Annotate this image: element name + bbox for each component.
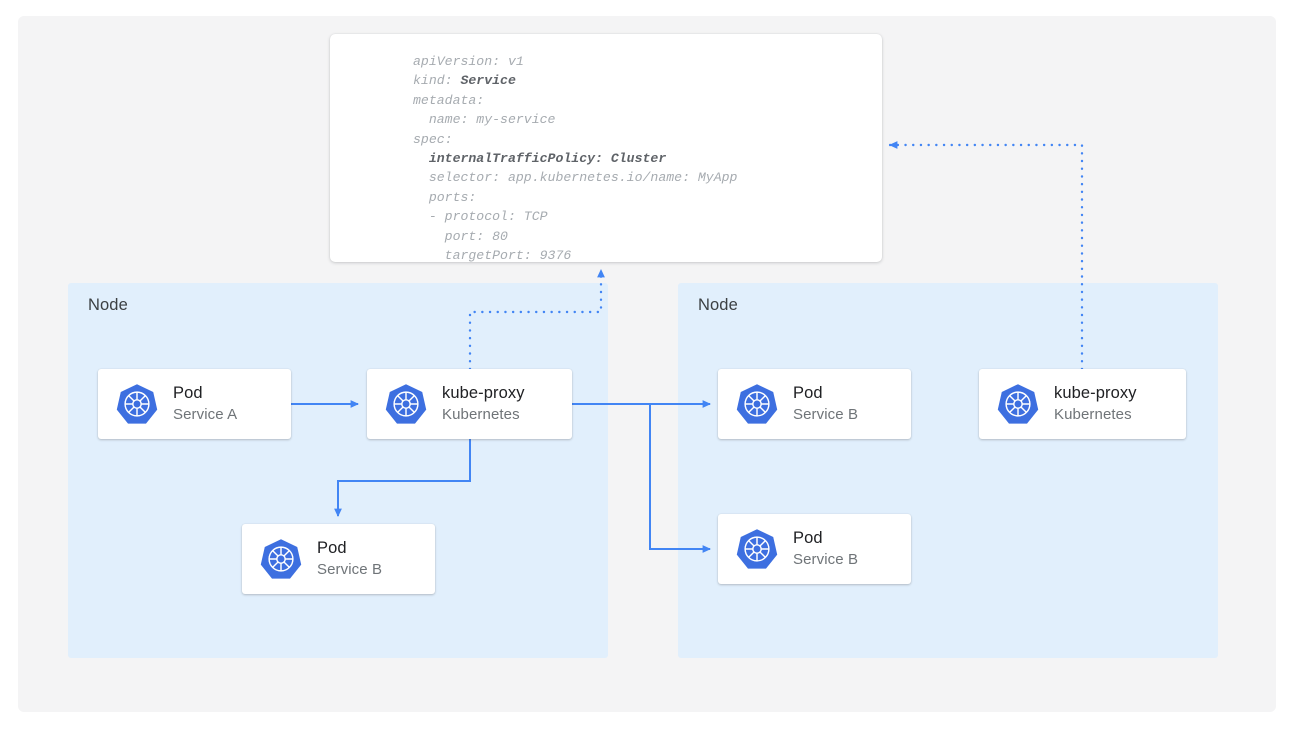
pod-box-service-b-remote-bottom[interactable]: Pod Service B [718,514,911,584]
yaml-line-kind-key: kind: [413,73,461,89]
kube-proxy-left-subtitle: Kubernetes [442,406,520,423]
pod-box-service-b-remote-top[interactable]: Pod Service B [718,369,911,439]
yaml-line-name: name: my-service [413,112,556,128]
service-manifest-code: apiVersion: v1 kind: Service metadata: n… [413,52,737,262]
pod-b-left-title: Pod [317,539,347,557]
kube-proxy-right-text: kube-proxy Kubernetes [1054,383,1137,425]
pod-b-top-text: Pod Service B [793,383,858,425]
pod-b-left-subtitle: Service B [317,561,383,578]
pod-b-top-subtitle: Service B [793,406,859,423]
pod-a-text: Pod Service A [173,383,237,425]
kube-proxy-left-title: kube-proxy [442,384,525,402]
yaml-line-internal-traffic-policy: internalTrafficPolicy: Cluster [413,151,667,167]
kubernetes-logo-icon [260,539,302,579]
kube-proxy-box-left[interactable]: kube-proxy Kubernetes [367,369,572,439]
kubernetes-logo-icon [385,384,427,424]
kube-proxy-right-title: kube-proxy [1054,384,1137,402]
pod-box-service-a[interactable]: Pod Service A [98,369,291,439]
kubernetes-logo-icon [997,384,1039,424]
pod-b-bottom-text: Pod Service B [793,528,858,570]
node-label-left: Node [88,296,128,314]
yaml-line-protocol: - protocol: TCP [413,209,548,225]
yaml-line-metadata: metadata: [413,92,485,108]
kubernetes-logo-icon [736,529,778,569]
kubernetes-logo-icon [116,384,158,424]
yaml-line-port: port: 80 [413,228,508,244]
kubernetes-logo-icon [736,384,778,424]
node-panel-right: Node [678,283,1218,658]
yaml-line-targetport: targetPort: 9376 [413,248,572,262]
pod-b-bottom-subtitle: Service B [793,551,859,568]
service-manifest-card: apiVersion: v1 kind: Service metadata: n… [330,34,882,262]
yaml-line-ports: ports: [413,189,477,205]
yaml-line-spec: spec: [413,131,453,147]
kube-proxy-right-subtitle: Kubernetes [1054,406,1132,423]
pod-b-left-text: Pod Service B [317,538,382,580]
kube-proxy-left-text: kube-proxy Kubernetes [442,383,525,425]
node-label-right: Node [698,296,738,314]
node-panel-left: Node [68,283,608,658]
yaml-line-selector: selector: app.kubernetes.io/name: MyApp [413,170,738,186]
pod-a-subtitle: Service A [173,406,238,423]
pod-box-service-b-local[interactable]: Pod Service B [242,524,435,594]
pod-a-title: Pod [173,384,203,402]
yaml-line-kind-value: Service [460,73,516,89]
pod-b-top-title: Pod [793,384,823,402]
kube-proxy-box-right[interactable]: kube-proxy Kubernetes [979,369,1186,439]
pod-b-bottom-title: Pod [793,529,823,547]
yaml-line-apiversion: apiVersion: v1 [413,54,524,69]
